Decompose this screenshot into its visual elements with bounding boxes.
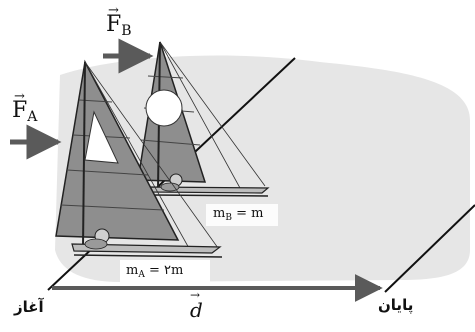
force-b-label: → FB (106, 3, 132, 39)
displacement-label: → d (190, 288, 203, 322)
force-a-label: → FA (12, 89, 38, 125)
iceboat-b (137, 41, 270, 197)
vector-arrow-icon: → (190, 288, 201, 302)
mass-a-box (120, 260, 210, 282)
start-label: آغاز (14, 298, 44, 316)
mass-b-label: mB = m (213, 206, 264, 223)
sail-b-window (145, 89, 183, 127)
end-line (384, 204, 475, 293)
mass-b-box (206, 204, 278, 226)
iceboat-a (55, 59, 223, 258)
mass-a-label: mA = ۲m (126, 263, 184, 280)
hull-a (71, 243, 222, 254)
sail-a-window (84, 110, 119, 164)
vector-arrow-icon: → (14, 89, 25, 104)
end-label: پایان (378, 296, 414, 314)
vector-arrow-icon: → (108, 3, 119, 18)
sail-a (55, 59, 180, 241)
